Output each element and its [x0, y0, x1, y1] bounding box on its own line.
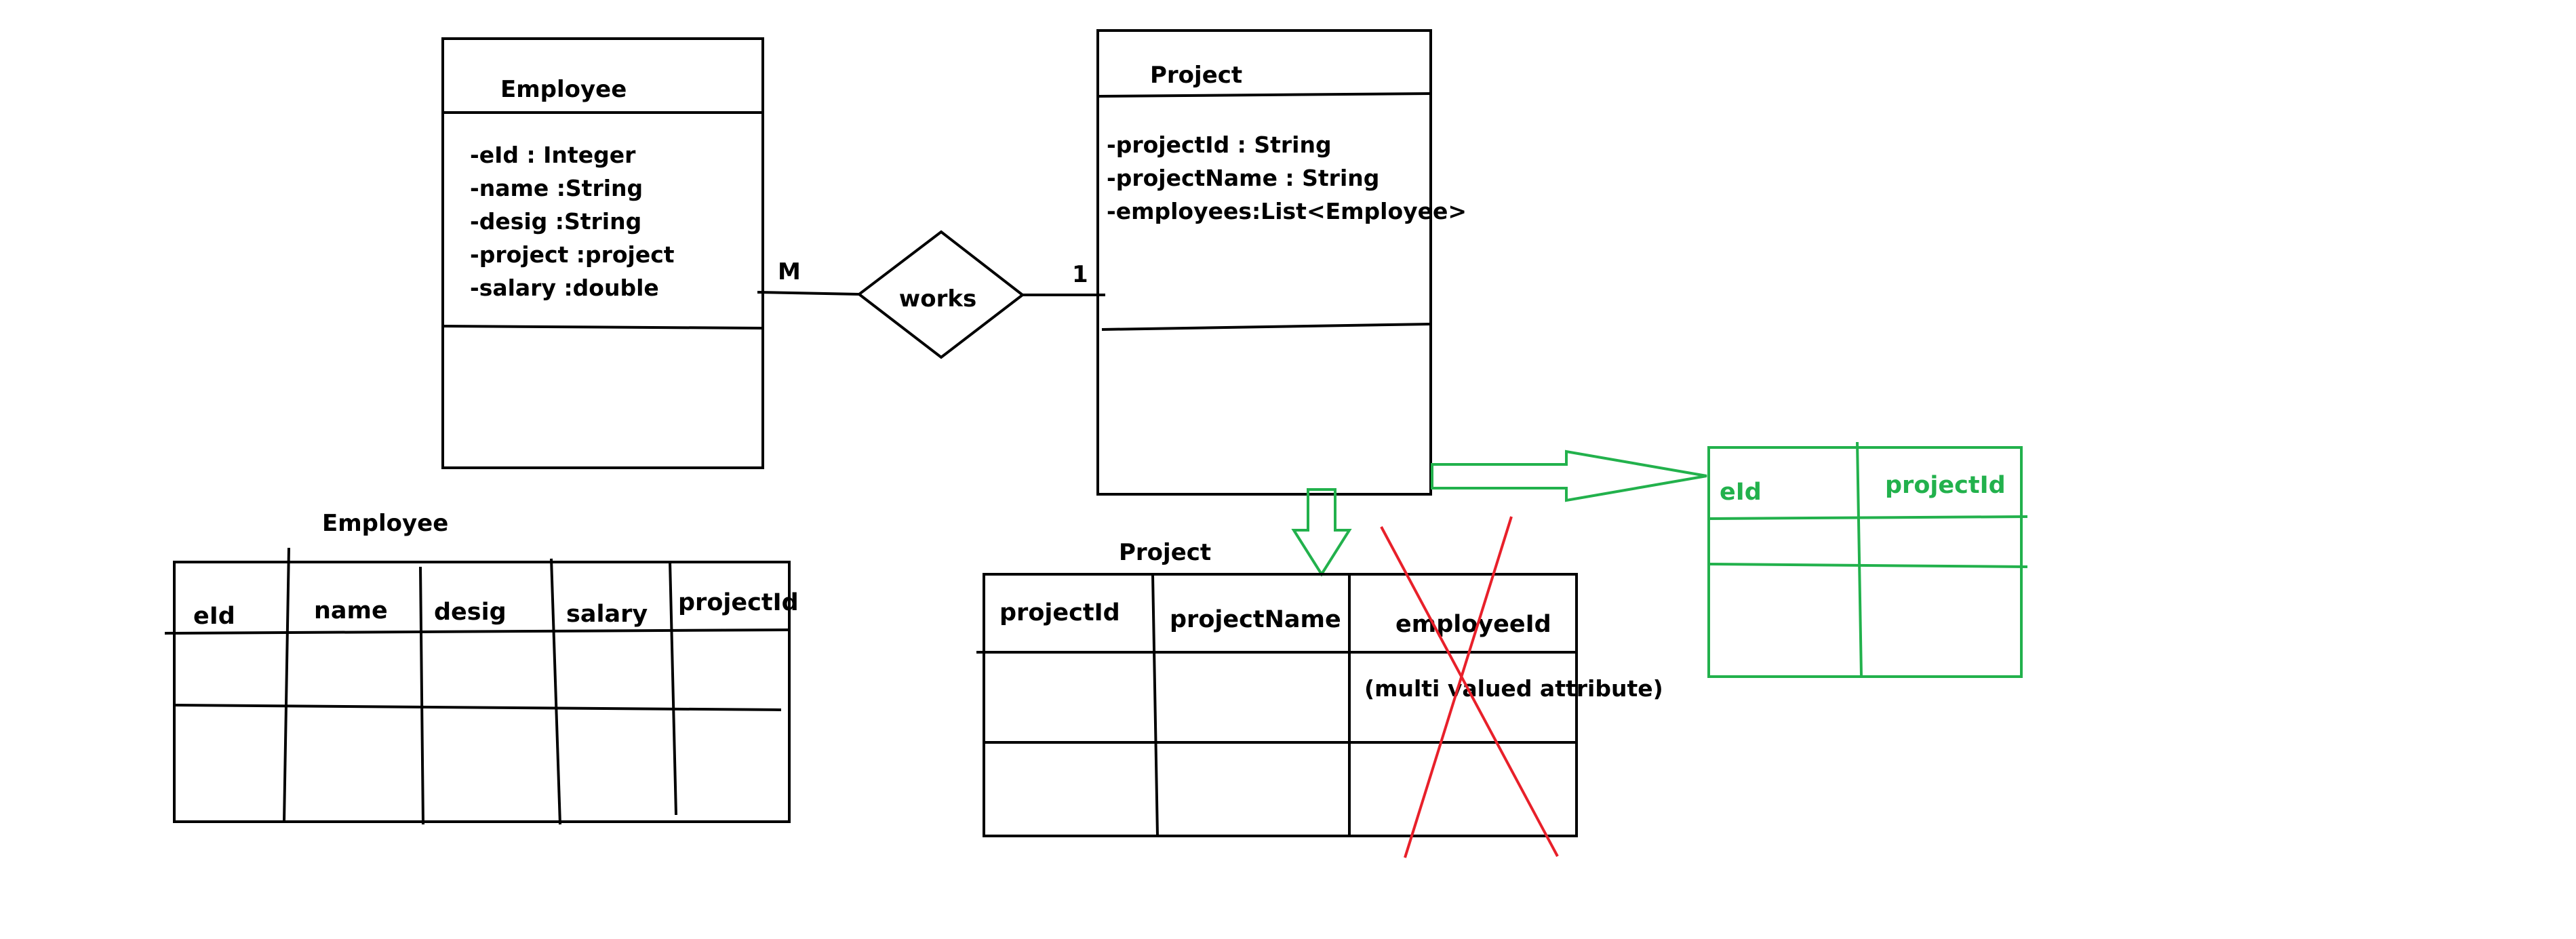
project-attribute: -projectName : String	[1107, 165, 1379, 191]
employee-table-header: desig	[434, 599, 507, 626]
project-table-header: projectName	[1170, 606, 1341, 633]
employee-attribute: -salary :double	[470, 275, 659, 301]
employee-class-box	[441, 37, 764, 469]
employee-attribute: -desig :String	[470, 208, 641, 235]
employee-table-header: salary	[566, 601, 648, 628]
employee-table-title: Employee	[322, 510, 448, 537]
down-arrow-icon	[1291, 488, 1352, 577]
cardinality-one: 1	[1072, 261, 1088, 288]
project-attribute: -projectId : String	[1107, 132, 1332, 158]
project-class-name: Project	[1150, 62, 1242, 89]
join-table-header: eId	[1720, 479, 1762, 506]
employee-table-grid	[164, 547, 791, 825]
project-table-header: projectId	[999, 599, 1120, 626]
employee-table-header: eId	[193, 603, 235, 630]
employee-attribute: -eId : Integer	[470, 142, 636, 168]
employee-table-header: projectId	[678, 589, 799, 616]
employee-attribute: -project :project	[470, 241, 675, 268]
relationship-label: works	[899, 285, 976, 313]
join-table-header: projectId	[1885, 472, 2006, 499]
works-relationship-diamond	[856, 230, 1025, 359]
employee-class-name: Employee	[500, 76, 627, 103]
multi-valued-note: (multi valued attribute)	[1364, 675, 1663, 702]
project-attribute: -employees:List<Employee>	[1107, 198, 1467, 224]
right-arrow-icon	[1431, 449, 1707, 502]
project-class-box	[1096, 29, 1432, 496]
crossed-out-mark	[1380, 516, 1559, 858]
employee-table-header: name	[314, 597, 388, 624]
employee-attribute: -name :String	[470, 175, 643, 201]
project-table-grid	[976, 573, 1578, 837]
cardinality-many: M	[778, 258, 801, 285]
project-table-header: employeeId	[1395, 611, 1551, 638]
join-table-grid	[1707, 441, 2028, 678]
relationship-connectors	[757, 230, 1105, 359]
project-table-title: Project	[1119, 539, 1211, 566]
